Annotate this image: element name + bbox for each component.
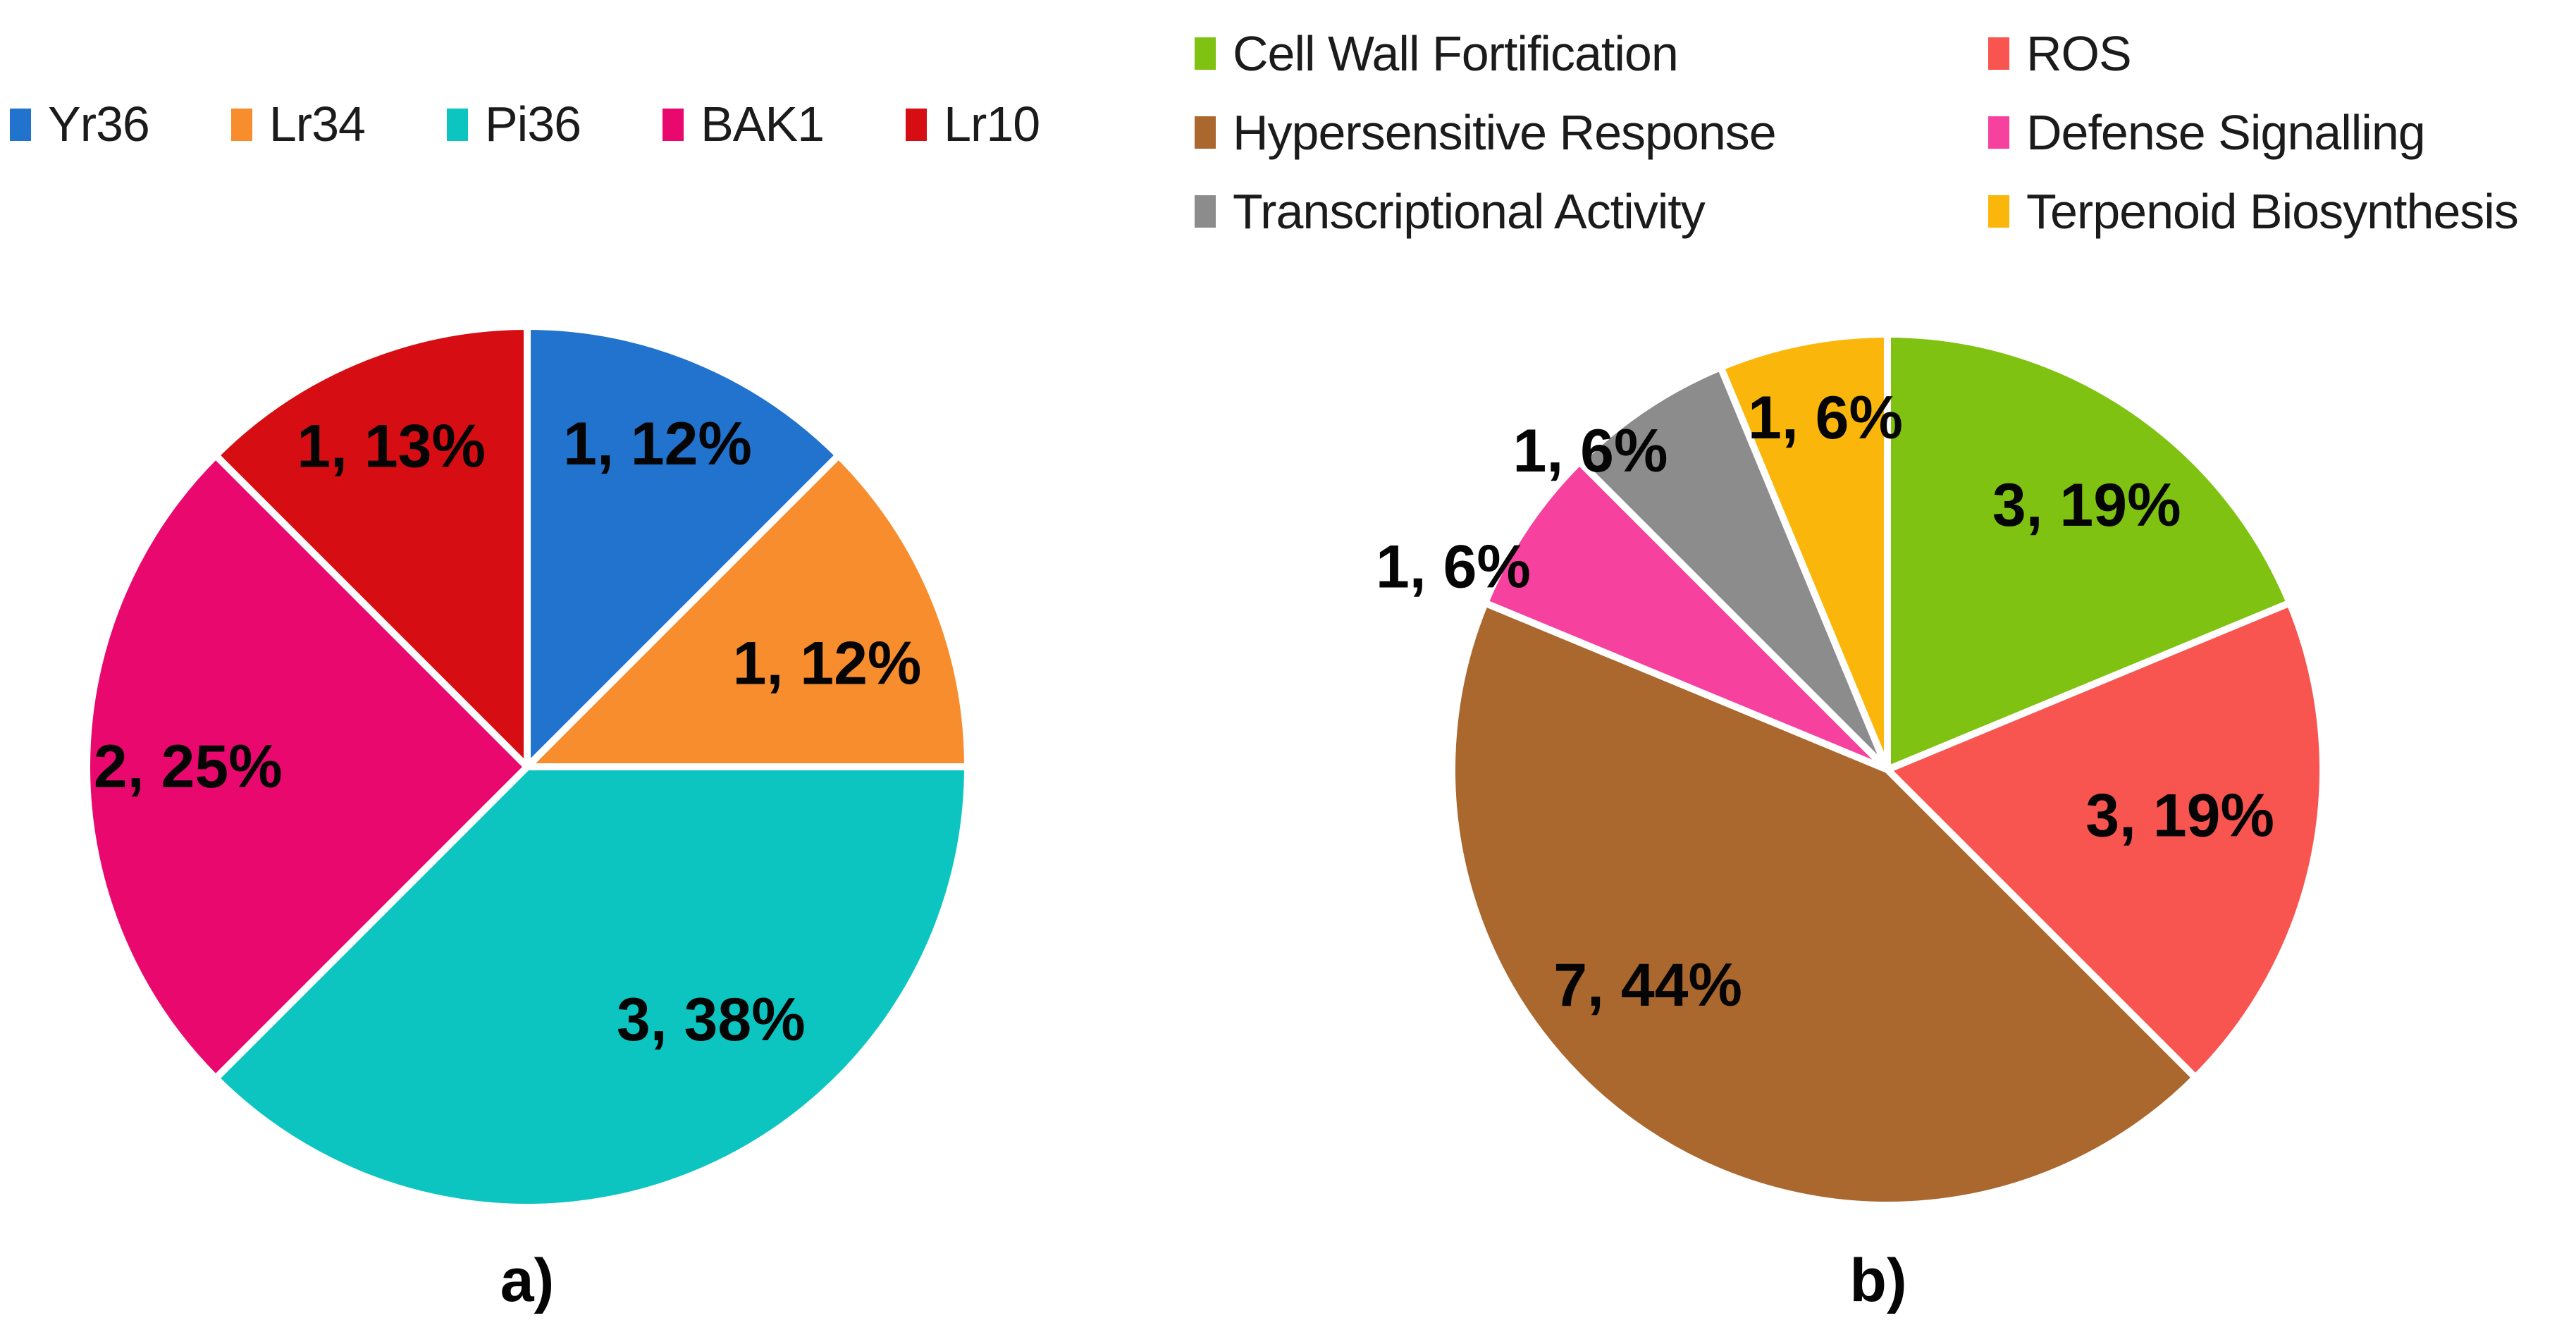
legend-item-cell-wall-fortification: Cell Wall Fortification (1195, 25, 1988, 81)
caption-a: a) (500, 1247, 555, 1314)
legend-swatch-pi36 (446, 108, 468, 141)
pie-b-label-hypersensitive-response: 7, 44% (1553, 951, 1742, 1019)
pie-b-label-cell-wall-fortification: 3, 19% (1992, 472, 2181, 539)
pie-a-slice-lr34 (524, 452, 971, 770)
legend-item-lr10: Lr10 (906, 97, 1040, 152)
legend-item-ros: ROS (1988, 25, 2518, 81)
legend-swatch-yr36 (10, 108, 31, 141)
legend-label-cell-wall-fortification: Cell Wall Fortification (1233, 25, 1679, 81)
legend-item-hypersensitive-response: Hypersensitive Response (1195, 104, 1988, 160)
legend-item-bak1: BAK1 (663, 97, 825, 152)
legend-swatch-lr34 (230, 108, 252, 141)
pie-b-slice-cell-wall-fortification (1884, 331, 2293, 773)
pie-b-label-defense-signalling: 1, 6% (1376, 534, 1531, 601)
pie-a-label-yr36: 1, 12% (563, 410, 752, 478)
legend-label-defense-signalling: Defense Signalling (2026, 104, 2426, 160)
pie-a-label-pi36: 3, 38% (617, 986, 806, 1054)
pie-a-label-lr10: 1, 13% (297, 413, 486, 481)
legend-swatch-transcriptional-activity (1195, 195, 1216, 228)
pie-chart-b: 3, 19% 3, 19% 7, 44% 1, 6% 1, 6% 1, 6% (1376, 331, 2327, 1209)
caption-b: b) (1849, 1247, 1907, 1314)
legend-label-lr10: Lr10 (944, 97, 1040, 152)
pie-b-slice-transcriptional-activity (1576, 364, 1891, 773)
legend-swatch-terpenoid-biosynthesis (1988, 195, 2009, 228)
pie-a-slice-yr36 (524, 323, 842, 770)
pie-a-slice-lr10 (212, 323, 531, 770)
legend-item-defense-signalling: Defense Signalling (1988, 104, 2518, 160)
legend-item-terpenoid-biosynthesis: Terpenoid Biosynthesis (1988, 183, 2519, 239)
legend-item-yr36: Yr36 (10, 97, 150, 152)
pie-b-label-transcriptional-activity: 1, 6% (1513, 417, 1668, 485)
legend-label-hypersensitive-response: Hypersensitive Response (1233, 104, 1777, 160)
pie-b-slice-ros (1884, 599, 2327, 1081)
legend-label-pi36: Pi36 (484, 97, 581, 152)
legend-label-ros: ROS (2026, 25, 2132, 81)
pie-b-label-ros: 3, 19% (2085, 782, 2274, 850)
legend-label-terpenoid-biosynthesis: Terpenoid Biosynthesis (2026, 183, 2519, 239)
legend-swatch-defense-signalling (1988, 116, 2009, 149)
legend-label-bak1: BAK1 (701, 97, 825, 152)
legend-item-pi36: Pi36 (446, 97, 581, 152)
pie-chart-a: 1, 12% 1, 12% 3, 38% 2, 25% 1, 13% (83, 323, 971, 1211)
pie-a-label-bak1: 2, 25% (94, 733, 283, 801)
pie-b-label-terpenoid-biosynthesis: 1, 6% (1748, 384, 1903, 452)
legend-pie-b: Cell Wall Fortification ROS Hypersensitive… (1195, 14, 2519, 251)
legend-swatch-cell-wall-fortification (1195, 37, 1216, 70)
legend-label-lr34: Lr34 (269, 97, 366, 152)
legend-label-yr36: Yr36 (48, 97, 150, 152)
pie-b-slice-hypersensitive-response (1448, 599, 2199, 1209)
legend-swatch-hypersensitive-response (1195, 116, 1216, 149)
pie-a-slice-pi36 (212, 763, 971, 1211)
pie-a-label-lr34: 1, 12% (733, 630, 922, 698)
legend-swatch-ros (1988, 37, 2009, 70)
pie-b-slice-terpenoid-biosynthesis (1717, 331, 1891, 773)
legend-label-transcriptional-activity: Transcriptional Activity (1233, 183, 1706, 239)
legend-swatch-lr10 (906, 108, 928, 141)
legend-pie-a: Yr36 Lr34 Pi36 BAK1 Lr10 (10, 97, 1040, 152)
legend-item-transcriptional-activity: Transcriptional Activity (1195, 183, 1988, 239)
legend-swatch-bak1 (663, 108, 684, 141)
pie-a-slice-bak1 (83, 452, 531, 1082)
pie-b-slice-defense-signalling (1481, 458, 1891, 773)
legend-item-lr34: Lr34 (230, 97, 366, 152)
